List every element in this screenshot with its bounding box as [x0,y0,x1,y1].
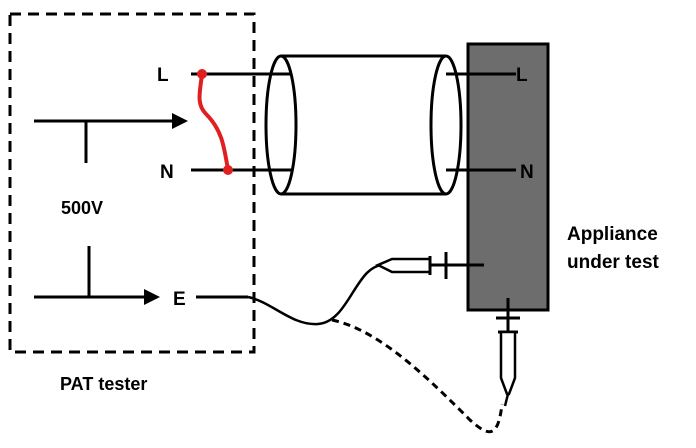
link-dot-live [197,69,207,79]
pat-tester-enclosure [8,12,256,354]
appliance-neutral-label: N [520,162,534,183]
voltage-source-symbol [34,113,188,305]
appliance-label-line1: Appliance [567,224,658,245]
horizontal-test-probe [375,252,484,279]
pat-tester-label: PAT tester [60,374,147,394]
appliance-live-label: L [516,65,528,86]
appliance-box [466,42,550,312]
appliance-label-line2: under test [567,252,660,273]
live-neutral-shorting-link [197,73,230,171]
tester-neutral-label: N [160,162,174,183]
earth-lead-dashed [331,318,504,434]
tester-earth-label: E [173,289,186,310]
voltage-label: 500V [61,198,103,218]
tester-live-label: L [157,65,169,86]
vertical-test-probe [496,298,520,407]
earth-lead-solid [247,263,387,326]
link-dot-neutral [223,165,233,175]
supply-cable [264,54,463,196]
